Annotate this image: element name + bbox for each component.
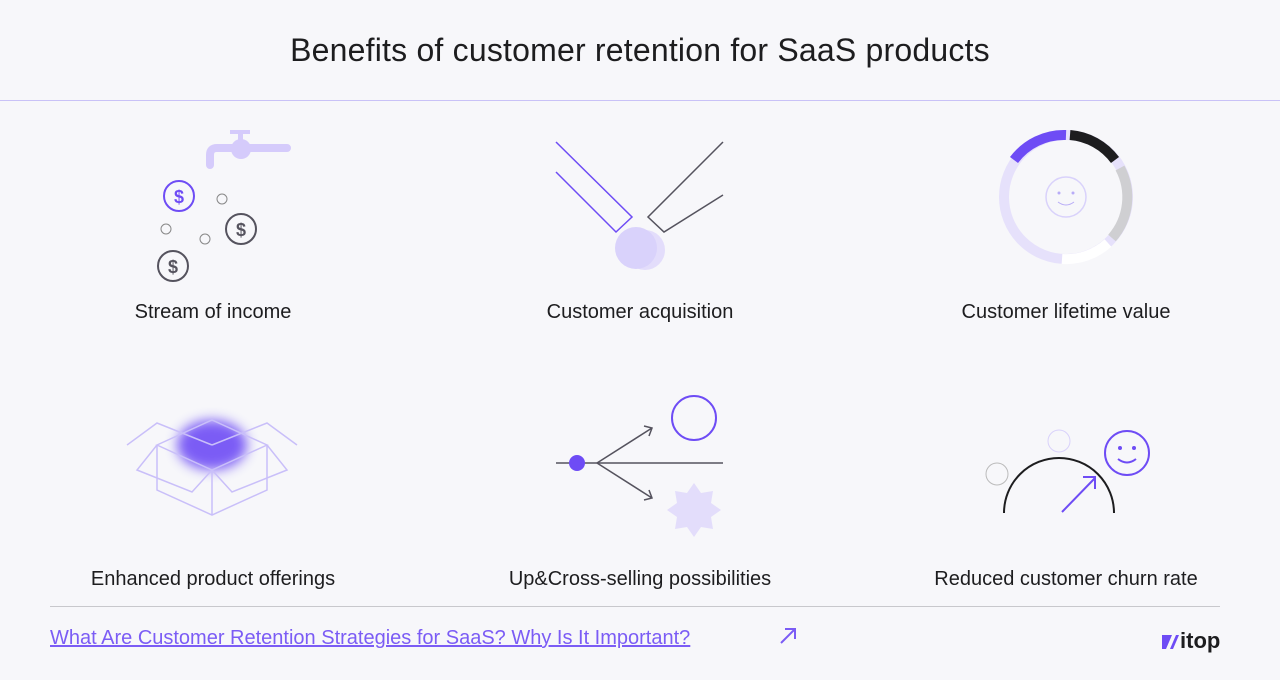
- open-box-icon: [126, 419, 298, 516]
- illustrations: $ $ $: [126, 129, 1150, 537]
- benefit-label: Customer lifetime value: [961, 301, 1171, 323]
- benefit-label: Stream of income: [134, 301, 292, 323]
- benefit-label: Customer acquisition: [546, 301, 734, 323]
- faucet-coins-icon: $ $ $: [157, 130, 291, 282]
- logo-mark-icon: [1162, 635, 1179, 649]
- svg-text:$: $: [168, 257, 178, 277]
- header: Benefits of customer retention for SaaS …: [0, 0, 1280, 101]
- lifetime-ring-icon: [999, 129, 1133, 265]
- svg-text:$: $: [236, 220, 246, 240]
- benefit-label: Enhanced product offerings: [90, 568, 336, 590]
- article-link[interactable]: What Are Customer Retention Strategies f…: [50, 627, 691, 649]
- page-title: Benefits of customer retention for SaaS …: [290, 31, 990, 68]
- funnel-acquisition-icon: [555, 141, 724, 270]
- logo-text: itop: [1180, 628, 1221, 653]
- divider: [50, 606, 1220, 607]
- branch-arrows-icon: [556, 395, 723, 537]
- logo: itop: [1160, 628, 1220, 654]
- benefit-label: Up&Cross-selling possibilities: [508, 568, 772, 590]
- benefit-label: Reduced customer churn rate: [934, 568, 1198, 590]
- svg-text:$: $: [174, 187, 184, 207]
- churn-gauge-icon: [985, 429, 1150, 514]
- arrow-up-right-icon[interactable]: [778, 626, 798, 646]
